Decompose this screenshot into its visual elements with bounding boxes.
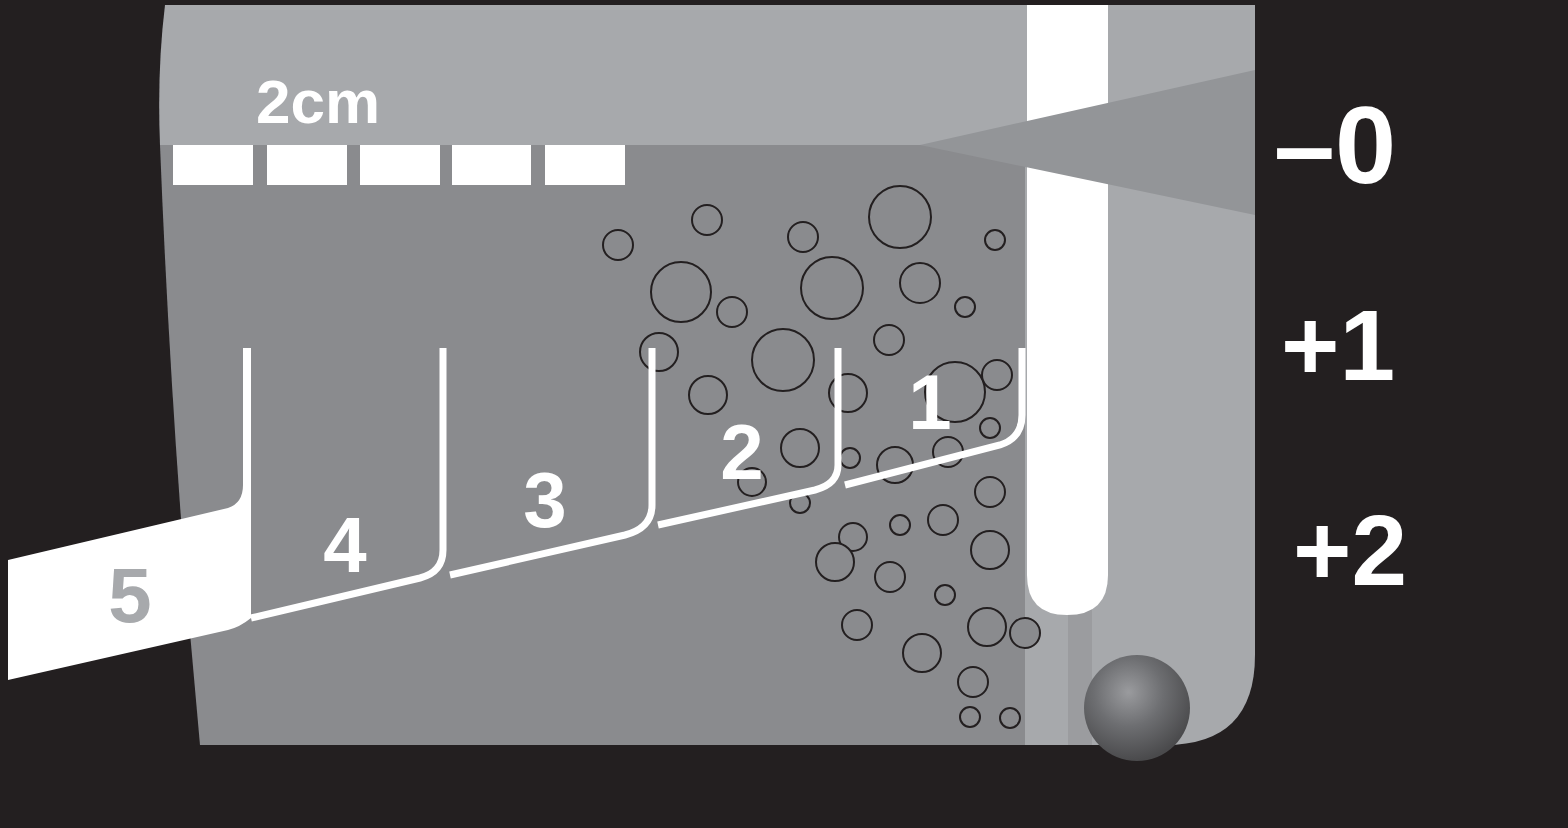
bubble: [816, 543, 854, 581]
bubble: [651, 262, 711, 322]
level-label: +2: [1293, 500, 1407, 600]
bubbles: [603, 186, 1040, 728]
bubble: [975, 477, 1005, 507]
bubble: [971, 531, 1009, 569]
bubble: [603, 230, 633, 260]
bubble: [890, 515, 910, 535]
bubble: [752, 329, 814, 391]
ball: [1084, 655, 1190, 761]
step-number: 4: [323, 506, 366, 584]
level-label: –0: [1274, 90, 1396, 200]
bubble: [840, 448, 860, 468]
tube: [1027, 5, 1108, 615]
step-5-band: [8, 348, 251, 680]
step-number: 5: [108, 556, 151, 634]
scale-bar: [173, 145, 625, 185]
bubble: [928, 505, 958, 535]
step-number: 1: [908, 363, 951, 441]
level-label: +1: [1281, 295, 1395, 395]
bubble: [960, 707, 980, 727]
bubble: [874, 325, 904, 355]
step-number: 3: [523, 461, 566, 539]
bubble: [980, 418, 1000, 438]
steps: [251, 348, 1022, 618]
bubble: [985, 230, 1005, 250]
bubble: [903, 634, 941, 672]
level-pointer: [920, 70, 1255, 215]
bubble: [1000, 708, 1020, 728]
air-region: [159, 5, 1025, 145]
bubble: [968, 608, 1006, 646]
bubble: [640, 333, 678, 371]
bubble: [692, 205, 722, 235]
bubble: [955, 297, 975, 317]
bubble: [982, 360, 1012, 390]
bubble: [1010, 618, 1040, 648]
bubble: [869, 186, 931, 248]
water-region: [160, 145, 1025, 745]
bubble: [875, 562, 905, 592]
scale-label: 2cm: [256, 71, 380, 133]
bubble: [842, 610, 872, 640]
bubble: [900, 263, 940, 303]
step-number: 2: [720, 413, 763, 491]
bubble: [689, 376, 727, 414]
bubble: [958, 667, 988, 697]
bubble: [935, 585, 955, 605]
bubble: [788, 222, 818, 252]
bubble: [801, 257, 863, 319]
bubble: [717, 297, 747, 327]
bubble: [781, 429, 819, 467]
